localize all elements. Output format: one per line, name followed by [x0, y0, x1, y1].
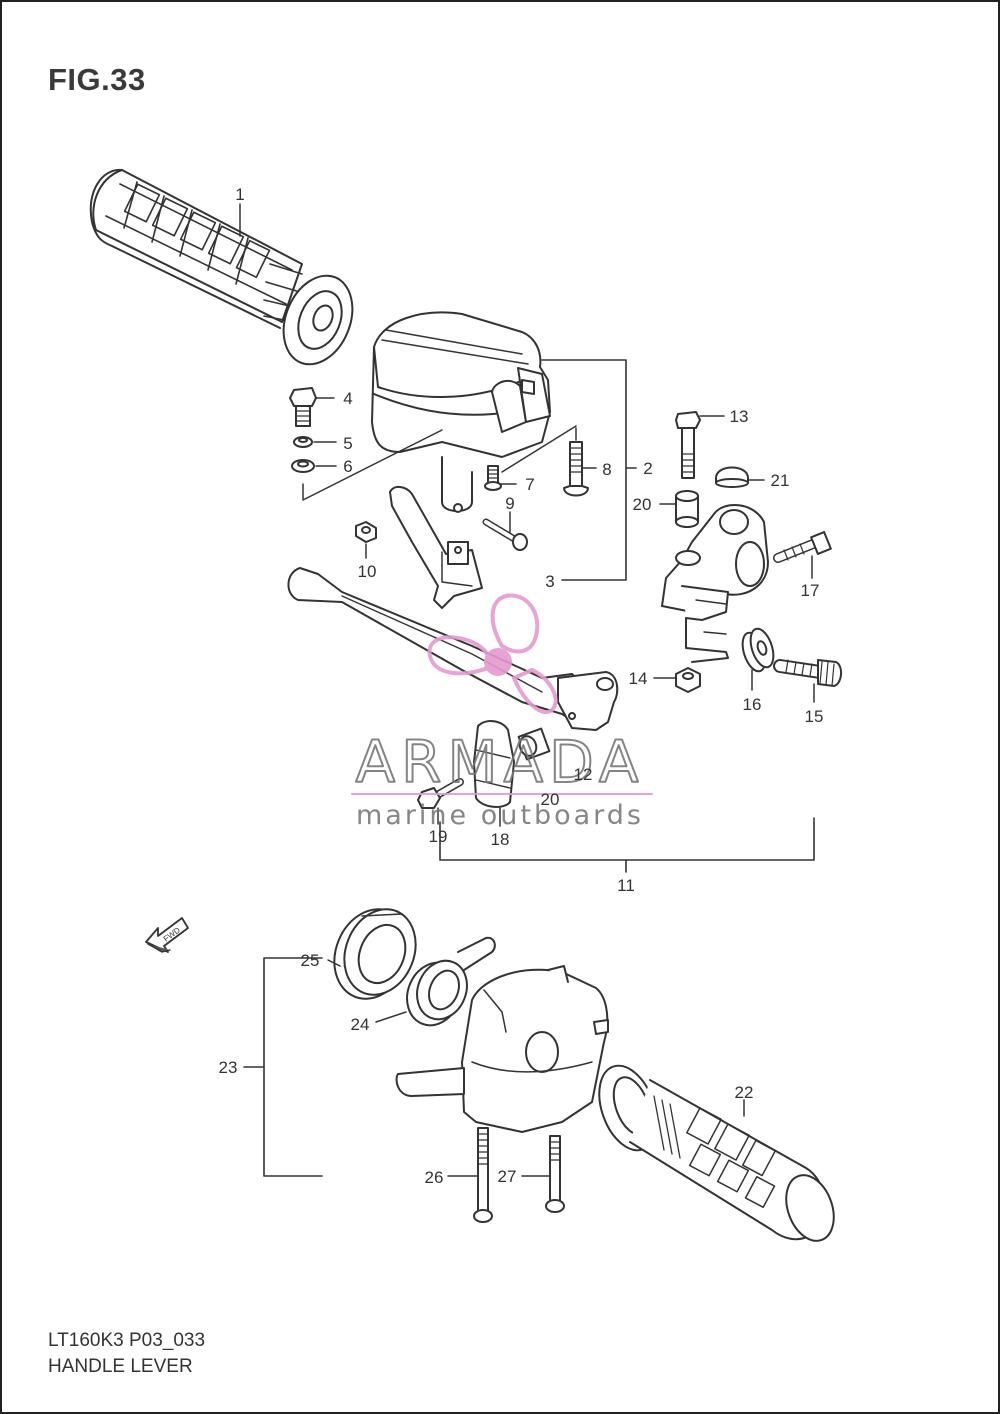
screw-27	[545, 1135, 565, 1213]
callout-17: 17	[801, 581, 820, 600]
callout-16: 16	[743, 695, 762, 714]
screw-26	[473, 1127, 493, 1223]
lever-bracket-3	[389, 486, 483, 609]
callout-20-upper: 20	[633, 495, 652, 514]
callout-14: 14	[629, 669, 648, 688]
grip-left	[89, 168, 354, 366]
callout-25: 25	[301, 951, 320, 970]
callout-labels: 1 2 3 4 5 6 7 8 9 10 11 12 13 14 15 16 1…	[219, 185, 824, 1187]
callout-22: 22	[735, 1083, 754, 1102]
leader-lines	[239, 203, 815, 1177]
bolt-8	[501, 425, 589, 497]
propeller-logo-icon	[427, 593, 558, 714]
callout-5: 5	[343, 434, 352, 453]
adjuster-15	[773, 659, 842, 687]
callout-10: 10	[358, 562, 377, 581]
callout-23: 23	[219, 1058, 238, 1077]
callout-19: 19	[429, 827, 448, 846]
bolt-4-washers	[289, 387, 443, 501]
callout-21: 21	[771, 471, 790, 490]
callout-26: 26	[425, 1168, 444, 1187]
grip-right	[598, 1064, 835, 1242]
callout-7: 7	[525, 475, 534, 494]
callout-4: 4	[343, 389, 352, 408]
throttle-housing-23	[395, 965, 609, 1133]
callout-24: 24	[351, 1015, 370, 1034]
armada-watermark: ARMADA marine outboards	[351, 593, 653, 831]
bolt-17	[773, 531, 832, 563]
callout-3: 3	[545, 572, 554, 591]
watermark-tagline: marine outboards	[356, 800, 644, 831]
seal-25	[333, 908, 417, 1000]
figure-name: HANDLE LEVER	[48, 1356, 193, 1377]
callout-8: 8	[602, 460, 611, 479]
callout-15: 15	[805, 707, 824, 726]
nut-14	[675, 667, 701, 693]
lever-holder-clamp	[661, 503, 769, 663]
cap-21	[715, 466, 749, 488]
callout-1: 1	[235, 185, 244, 204]
callout-2: 2	[643, 459, 652, 478]
collar-20-upper	[675, 490, 699, 528]
callout-9: 9	[505, 494, 514, 513]
callout-6: 6	[343, 457, 352, 476]
fwd-arrow-icon: FWD	[145, 917, 189, 953]
locknut-16	[741, 627, 775, 673]
figure-title: FIG.33	[48, 62, 146, 97]
throttle-pulley-24	[406, 936, 496, 1027]
callout-27: 27	[498, 1167, 517, 1186]
model-code: LT160K3 P03_033	[48, 1330, 206, 1351]
collar-20-lower	[517, 727, 551, 761]
screw-9	[482, 518, 528, 551]
callout-20-lower: 20	[541, 790, 560, 809]
callout-12: 12	[574, 765, 593, 784]
brake-lever-12	[287, 567, 619, 731]
switch-18	[473, 720, 515, 808]
callout-11: 11	[617, 876, 635, 895]
bolt-7	[484, 465, 502, 491]
bolt-13	[675, 411, 701, 479]
nut-10	[355, 521, 377, 543]
master-cylinder-housing	[371, 311, 551, 513]
callout-13: 13	[730, 407, 749, 426]
callout-18: 18	[491, 830, 510, 849]
watermark-brand: ARMADA	[355, 728, 644, 796]
